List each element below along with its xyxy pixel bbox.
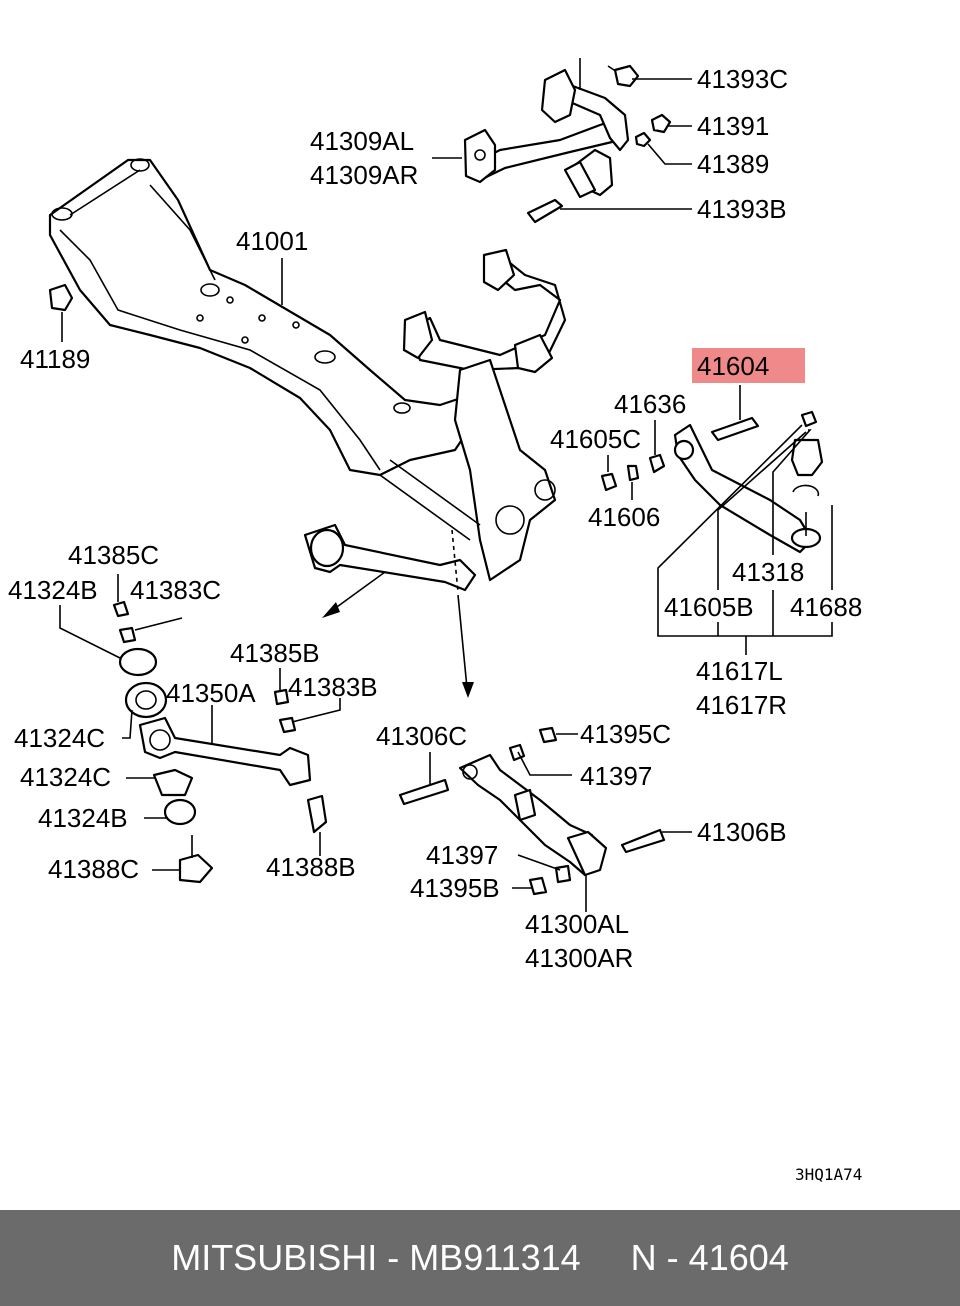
label-41389: 41389 (697, 149, 769, 179)
label-41605B: 41605B (664, 592, 754, 622)
label-41324B-top: 41324B (8, 575, 98, 605)
label-41001: 41001 (236, 226, 308, 256)
leader-lines (59, 78, 833, 912)
label-41324B-bottom: 41324B (38, 803, 128, 833)
knuckle-assembly-drawing (303, 248, 567, 592)
label-41604: 41604 (697, 351, 769, 381)
label-41385C: 41385C (68, 540, 159, 570)
label-41617R: 41617R (696, 690, 787, 720)
label-41309AL: 41309AL (310, 126, 414, 156)
highlight-box (692, 348, 805, 383)
parts-diagram: 41393C 41391 41389 41393B 41309AL 41309A… (8, 58, 862, 1184)
stabilizer-bar-drawing (463, 58, 672, 224)
label-41350A: 41350A (166, 678, 256, 708)
label-41393C: 41393C (697, 64, 788, 94)
label-41324C-top: 41324C (14, 723, 105, 753)
label-41688: 41688 (790, 592, 862, 622)
label-41605C: 41605C (550, 424, 641, 454)
label-41324C-bottom: 41324C (20, 762, 111, 792)
label-41306B: 41306B (697, 817, 787, 847)
label-41388B: 41388B (266, 852, 356, 882)
footer-text: MITSUBISHI - MB911314 N - 41604 (171, 1237, 789, 1278)
label-41395C: 41395C (580, 719, 671, 749)
label-41300AR: 41300AR (525, 943, 633, 973)
label-41306C: 41306C (376, 721, 467, 751)
label-41617L: 41617L (696, 656, 783, 686)
label-41189: 41189 (20, 344, 90, 374)
label-41606: 41606 (588, 502, 660, 532)
label-41397-top: 41397 (580, 761, 652, 791)
diagram-code: 3HQ1A74 (795, 1165, 862, 1184)
label-41391: 41391 (697, 111, 769, 141)
label-41300AL: 41300AL (525, 909, 629, 939)
crossmember-drawing (48, 158, 477, 477)
label-41397-bottom: 41397 (426, 840, 498, 870)
label-41388C: 41388C (48, 854, 139, 884)
label-41318: 41318 (732, 557, 804, 587)
footer-bar: MITSUBISHI - MB911314 N - 41604 (0, 1210, 960, 1306)
label-41309AR: 41309AR (310, 160, 418, 190)
direction-arrows (322, 529, 474, 698)
label-41383C: 41383C (130, 575, 221, 605)
label-41393B: 41393B (697, 194, 787, 224)
upper-arm-drawing (600, 410, 824, 554)
lower-arm-drawing (112, 600, 328, 884)
label-41395B: 41395B (410, 873, 500, 903)
label-41636: 41636 (614, 389, 686, 419)
part-labels: 41393C 41391 41389 41393B 41309AL 41309A… (8, 64, 862, 1184)
label-41385B: 41385B (230, 638, 320, 668)
label-41383B: 41383B (288, 672, 378, 702)
